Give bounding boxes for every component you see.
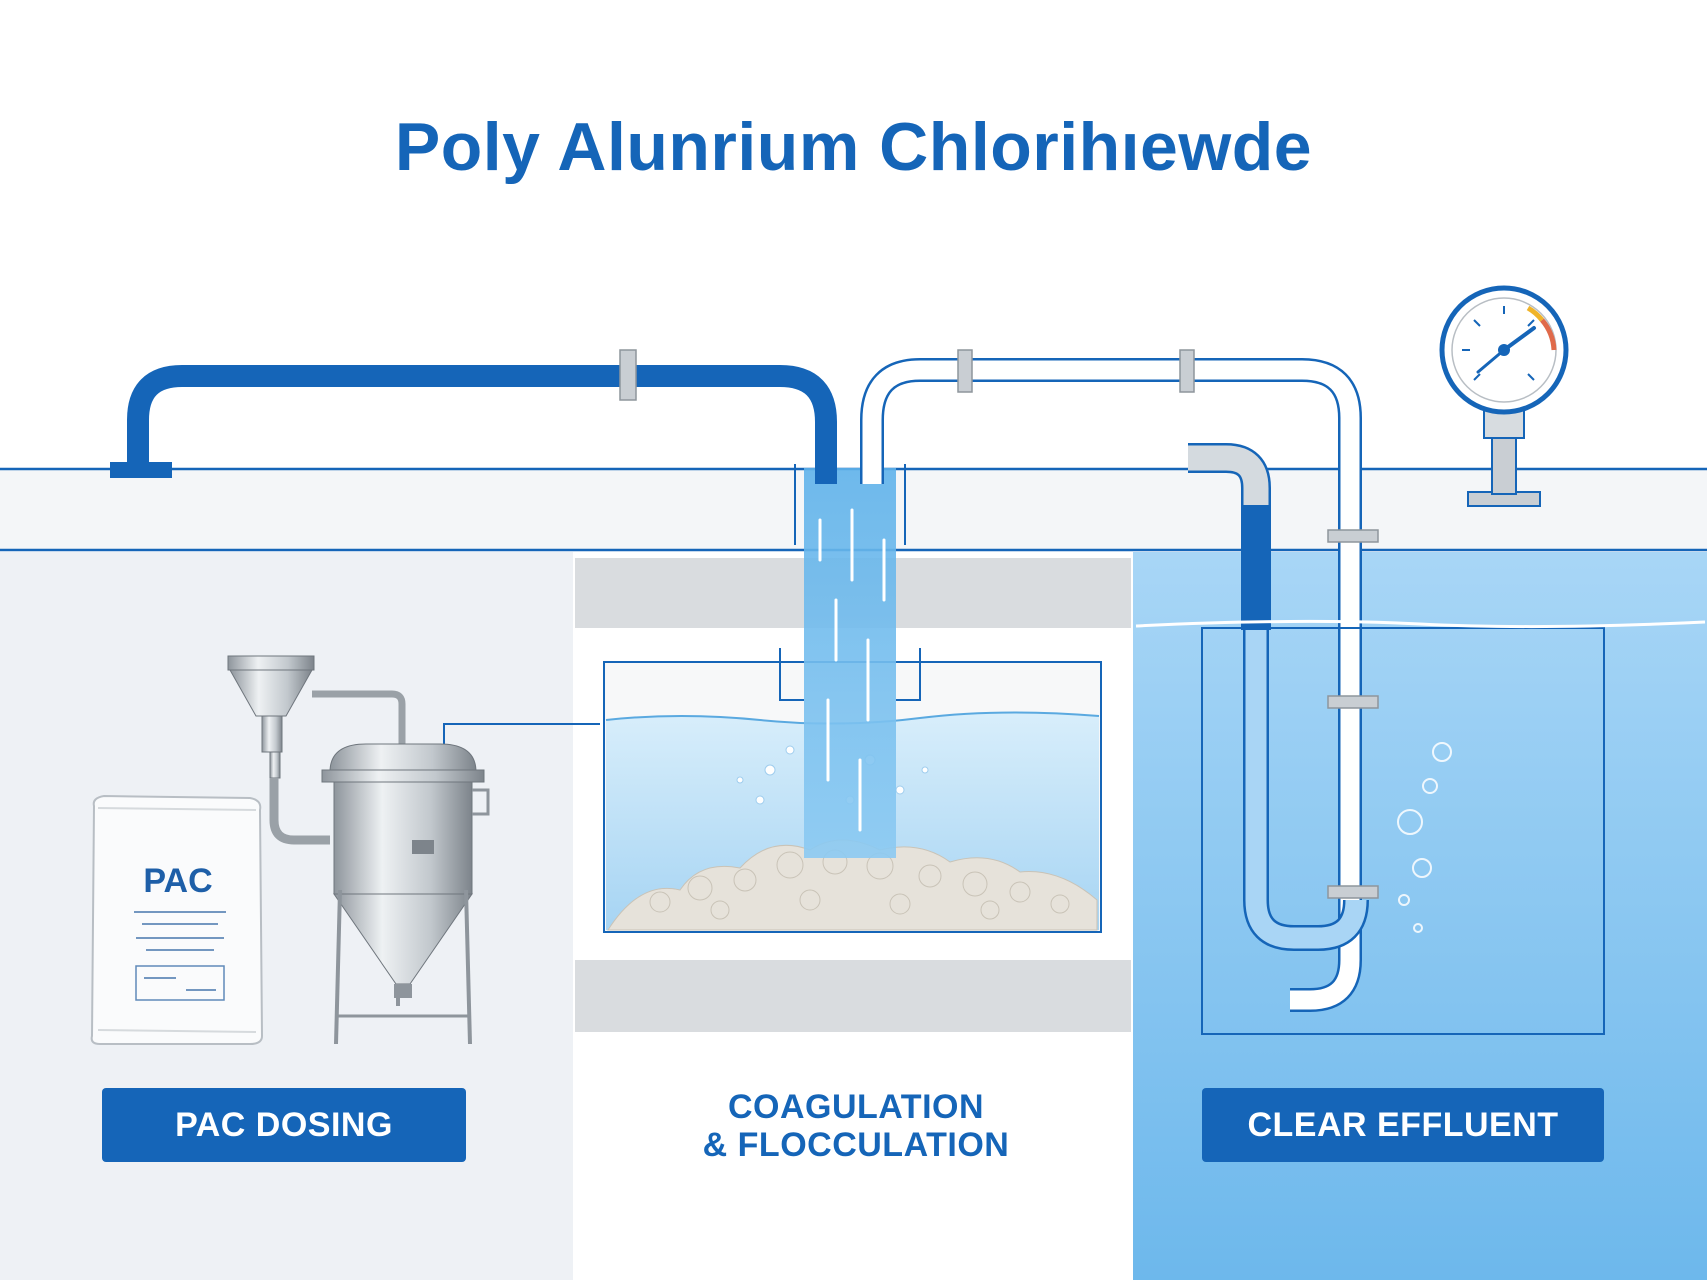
effluent-tank	[1201, 627, 1605, 1035]
dosing-tank-icon	[321, 743, 490, 1045]
pipe-coupling-3	[1179, 349, 1195, 393]
dosing-feed-line	[443, 723, 600, 748]
pipe-coupling-1	[619, 349, 637, 401]
inlet-throat	[779, 648, 921, 701]
pac-dosing-label: PAC DOSING	[102, 1088, 466, 1162]
inflow-water-stream	[804, 468, 896, 858]
pipe-clamp-3	[1327, 885, 1379, 899]
main-supply-pipe	[127, 365, 837, 484]
coagulation-line-1: COAGULATION	[727, 1088, 985, 1126]
pressure-gauge-icon	[1439, 285, 1569, 507]
effluent-panel	[1133, 552, 1707, 1280]
coagulation-label: COAGULATION & FLOCCULATION	[636, 1088, 1076, 1164]
pipe-coupling-2	[957, 349, 973, 393]
hopper-icon	[227, 655, 406, 845]
inlet-walls	[794, 464, 906, 545]
coagulation-line-2: & FLOCCULATION	[702, 1126, 1010, 1164]
pipe-clamp-1	[1327, 529, 1379, 543]
clear-effluent-label: CLEAR EFFLUENT	[1202, 1088, 1604, 1162]
u-trap-inner	[1245, 622, 1367, 949]
effluent-bubbles	[1397, 742, 1452, 933]
effluent-pipe-inner	[862, 360, 1360, 1010]
basin-bottom-slab	[575, 960, 1131, 1032]
pipe-clamp-2	[1327, 695, 1379, 709]
page-title: Poly Alunrium Chlorihıewde	[394, 109, 1313, 185]
pipe-flange-base	[110, 462, 172, 478]
sky-background	[0, 0, 1707, 470]
effluent-water-surface	[1135, 619, 1706, 629]
pac-bag-icon	[90, 794, 264, 1045]
pac-bag-label: PAC	[143, 862, 212, 900]
stream-streaks	[818, 508, 886, 832]
elbow-pipe-inner	[1188, 445, 1269, 505]
